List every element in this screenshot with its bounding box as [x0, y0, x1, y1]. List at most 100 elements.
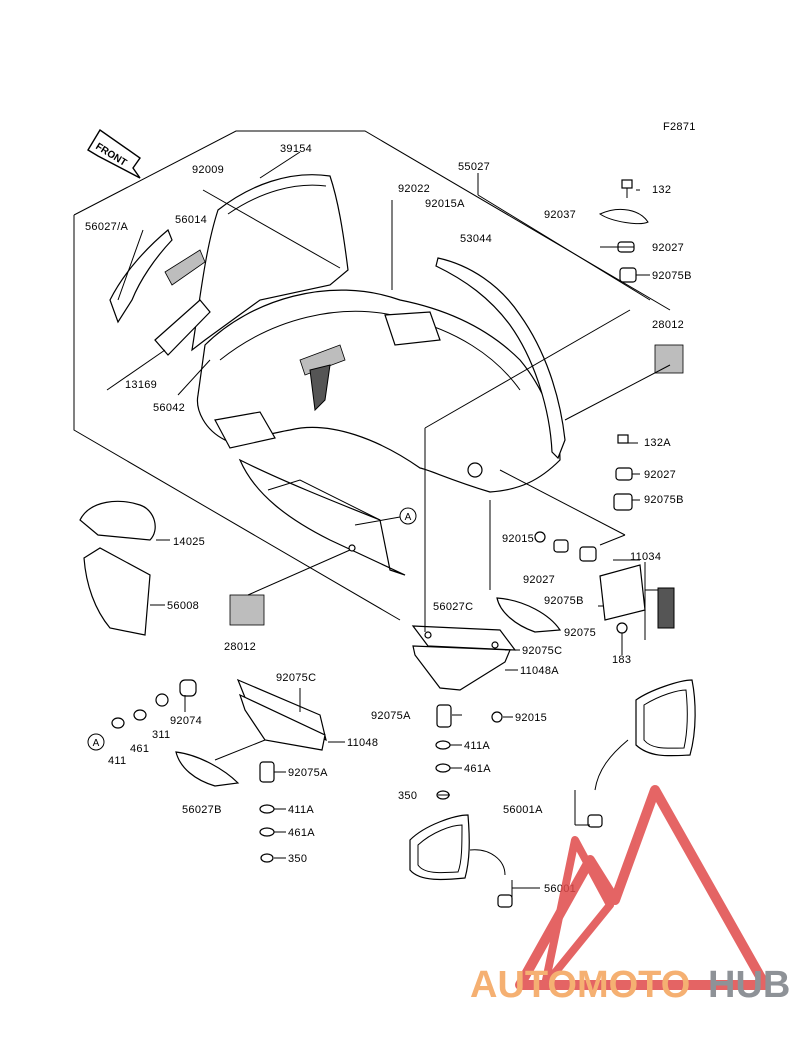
label-28012-top: 28012	[652, 319, 684, 331]
pad-56027b	[175, 751, 240, 787]
nut-92015-a	[534, 531, 546, 543]
label-56027c: 56027C	[433, 601, 473, 613]
stay-11048a	[411, 625, 517, 691]
nut-350-b	[260, 853, 274, 863]
collar-92027-c	[553, 539, 569, 553]
label-132a: 132A	[644, 437, 671, 449]
label-11034: 11034	[630, 551, 661, 563]
grommet-92075b-c	[579, 546, 597, 562]
label-56042: 56042	[153, 402, 185, 414]
grommet-92075b-top	[619, 267, 637, 283]
stay-11048	[236, 678, 327, 751]
label-28012-bottom	[229, 594, 265, 626]
mount-92075a-a	[436, 704, 452, 728]
nut-311	[155, 693, 169, 707]
bolt-132	[621, 179, 633, 198]
label-92075a-a: 92075A	[371, 710, 411, 722]
label-92015-b: 92015	[515, 712, 547, 724]
label-411a-a: 411A	[464, 740, 490, 752]
watermark-text-automoto: AUTOMOTO	[470, 964, 690, 1006]
label-461: 461	[130, 743, 149, 755]
assembly-frame-left	[73, 215, 401, 621]
label-92037: 92037	[544, 209, 576, 221]
washer-461	[133, 709, 147, 721]
label-56014: 56014	[175, 214, 207, 226]
label-28012-bottom: 28012	[224, 641, 256, 653]
bolt-183	[616, 622, 628, 634]
assembly-frame-top	[73, 130, 671, 311]
washer-411	[111, 717, 125, 729]
callout-a-lower-label: A	[93, 738, 100, 749]
label-56027b: 56027B	[182, 804, 222, 816]
label-55027: 55027	[458, 161, 490, 173]
watermark-text-hub: HUB	[708, 964, 790, 1006]
front-direction-arrow: FRONT	[87, 128, 141, 179]
pad-56027c	[496, 597, 562, 633]
callout-a-lower: A	[87, 733, 105, 751]
label-461a-b: 461A	[288, 827, 315, 839]
bushing-92074	[179, 679, 197, 697]
label-92022: 92022	[398, 183, 430, 195]
mirror-bracket-11034	[599, 564, 675, 629]
label-56001a: 56001A	[503, 804, 543, 816]
label-350-b: 350	[288, 853, 307, 865]
collar-92027-mid	[615, 467, 633, 481]
hose-53044	[435, 257, 566, 460]
label-28012-top	[654, 344, 684, 374]
mirror-56001a	[587, 679, 696, 828]
label-311: 311	[152, 729, 170, 741]
label-92027-c: 92027	[523, 574, 555, 586]
mount-92075a-b	[259, 761, 275, 783]
label-92027-mid: 92027	[644, 469, 676, 481]
mirror-56001	[409, 814, 513, 908]
label-92075a-b: 92075A	[288, 767, 328, 779]
label-56008: 56008	[167, 600, 199, 612]
label-92074: 92074	[170, 715, 202, 727]
label-92075: 92075	[564, 627, 596, 639]
nut-92015-b	[491, 711, 503, 723]
bolt-132a	[617, 434, 629, 444]
callout-a-upper-label: A	[405, 512, 412, 523]
label-11048a: 11048A	[520, 665, 559, 677]
label-92027-top: 92027	[652, 242, 684, 254]
pocket-56008	[83, 547, 151, 636]
label-92075b-top: 92075B	[652, 270, 692, 282]
watermark-logo: AUTOMOTO HUB	[470, 785, 790, 1006]
label-92075b-c: 92075B	[544, 595, 584, 607]
label-13169: 13169	[125, 379, 157, 391]
leader-lines	[106, 151, 671, 900]
label-350-a: 350	[398, 790, 417, 802]
label-411: 411	[108, 755, 126, 767]
label-92075c-a: 92075C	[522, 645, 562, 657]
washer-461a-a	[435, 763, 451, 773]
cover-14025	[79, 500, 156, 541]
washer-411a-b	[259, 804, 275, 814]
grommet-92075b-mid	[613, 493, 633, 511]
label-92075b-mid: 92075B	[644, 494, 684, 506]
label-411a-b: 411A	[288, 804, 314, 816]
label-183: 183	[612, 654, 631, 666]
part-labels: 39154 55027 92009 92022 92015A 56027/A 5…	[85, 143, 692, 895]
label-92075c-b: 92075C	[276, 672, 316, 684]
windshield	[191, 174, 349, 352]
bracket-13169	[154, 299, 211, 356]
label-461a-a: 461A	[464, 763, 491, 775]
label-92015-a: 92015	[502, 533, 534, 545]
trim-panel-56014	[164, 249, 206, 286]
label-132: 132	[652, 184, 671, 196]
upper-cowling	[196, 289, 561, 576]
label-53044: 53044	[460, 233, 492, 245]
label-14025: 14025	[173, 536, 205, 548]
callout-a-upper: A	[399, 507, 417, 525]
label-11048: 11048	[347, 737, 378, 749]
label-56027a: 56027/A	[85, 221, 128, 233]
washer-411a-a	[435, 740, 451, 750]
side-trim-56027a	[109, 229, 173, 324]
figure-code: F2871	[663, 121, 696, 133]
label-39154: 39154	[280, 143, 312, 155]
label-92009: 92009	[192, 164, 224, 176]
washer-461a-b	[259, 827, 275, 837]
label-92015a: 92015A	[425, 198, 465, 210]
clip-92037	[598, 208, 649, 225]
